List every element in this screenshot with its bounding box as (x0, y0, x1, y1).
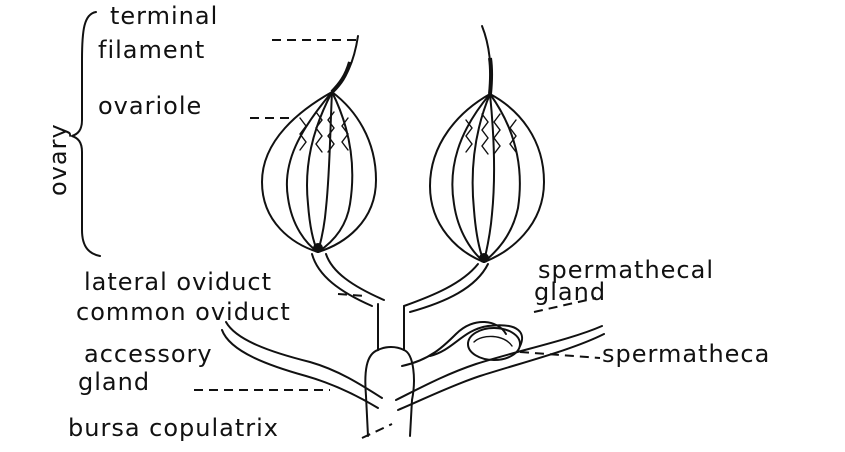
ovariole-germ-right-c (494, 114, 500, 154)
label-terminal: terminal (110, 2, 218, 30)
ovariole-germ-right-a (466, 120, 472, 152)
terminal-filament-left-thick (332, 62, 350, 92)
label-accessory: accessory (84, 340, 213, 368)
ovariole-germ-left-b (316, 112, 322, 152)
pointer-spermatheca (520, 352, 600, 358)
ovariole-left-1 (287, 92, 332, 252)
pointer-bursa (362, 424, 392, 438)
label-gland: gland (78, 368, 150, 396)
terminal-filament-right-thick (490, 58, 491, 94)
lateral-oviduct-left (312, 254, 372, 306)
lateral-oviduct-right (404, 264, 478, 306)
ovariole-germ-right-b (482, 114, 488, 154)
calyx-dot-left (313, 243, 323, 253)
label-ovariole: ovariole (98, 92, 202, 120)
ovary-right (430, 94, 544, 263)
label-spermathecal-gland: gland (534, 278, 606, 306)
ovariole-outline-right (430, 94, 544, 262)
bursa-top (378, 347, 404, 350)
lateral-oviduct-left-inner (326, 254, 384, 300)
accessory-gland-tube-left-2 (222, 330, 378, 408)
label-common-oviduct: common oviduct (76, 298, 291, 326)
label-filament: filament (98, 36, 205, 64)
label-lateral-oviduct: lateral oviduct (84, 268, 272, 296)
label-ovary: ovary (44, 123, 72, 196)
spermatheca-capsule-inner (474, 336, 512, 346)
spermatheca-capsule (468, 328, 520, 360)
accessory-gland-tube-right-2 (398, 334, 604, 410)
ovary-brace (72, 12, 100, 256)
ovariole-right-2 (473, 94, 490, 262)
ovary-left (262, 92, 376, 253)
accessory-gland-tube-left (226, 322, 382, 398)
label-spermatheca: spermatheca (602, 340, 770, 368)
calyx-dot-right (479, 253, 489, 263)
label-bursa-copulatrix: bursa copulatrix (68, 414, 279, 442)
terminal-filament-left (332, 36, 358, 92)
